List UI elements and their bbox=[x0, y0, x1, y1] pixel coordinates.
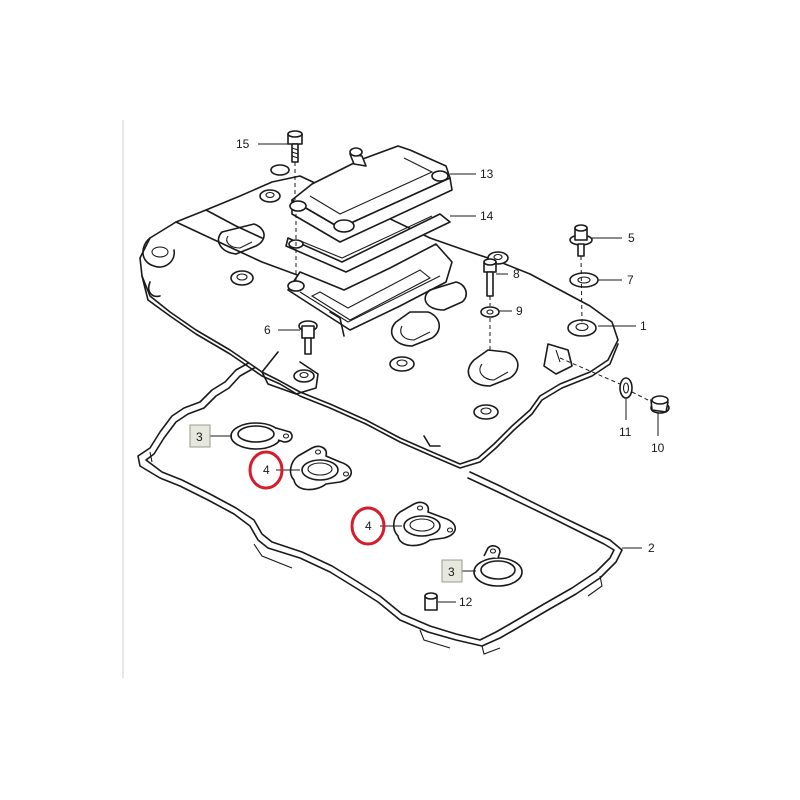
plug-seal-3-right bbox=[473, 545, 523, 587]
washer-9 bbox=[480, 306, 500, 318]
callout-labels: 15 13 14 5 8 7 9 1 6 11 10 3 4 4 2 3 12 bbox=[196, 137, 665, 609]
callout-10: 10 bbox=[651, 441, 665, 455]
highlight-ring-left bbox=[248, 450, 284, 490]
cylinder-head-cover bbox=[139, 164, 619, 469]
bolt-8 bbox=[483, 258, 497, 297]
seal-washer-7 bbox=[569, 272, 599, 288]
assembly-lines bbox=[294, 162, 653, 403]
callout-2: 2 bbox=[648, 541, 655, 555]
plug-seal-4-right bbox=[392, 501, 457, 547]
callout-1: 1 bbox=[640, 319, 647, 333]
callout-15: 15 bbox=[236, 137, 250, 151]
callout-3-left: 3 bbox=[196, 430, 203, 444]
plug-seal-3-left bbox=[230, 422, 293, 450]
plug-6 bbox=[298, 320, 318, 355]
label-box-3-right bbox=[441, 559, 463, 583]
callout-11: 11 bbox=[619, 425, 632, 439]
callout-12: 12 bbox=[459, 595, 473, 609]
leader-lines bbox=[210, 143, 659, 603]
label-box-3-left bbox=[189, 424, 211, 448]
breather-cover bbox=[289, 145, 453, 243]
callout-9: 9 bbox=[516, 304, 523, 318]
plug-10 bbox=[650, 395, 670, 414]
gasket-washer-11 bbox=[619, 377, 633, 399]
callout-7: 7 bbox=[627, 273, 634, 287]
callout-6: 6 bbox=[264, 323, 271, 337]
callout-3-right: 3 bbox=[448, 565, 455, 579]
callout-4-right: 4 bbox=[365, 519, 372, 533]
callout-14: 14 bbox=[480, 209, 494, 223]
callout-8: 8 bbox=[513, 267, 520, 281]
dowel-12 bbox=[424, 592, 438, 611]
bolt-15 bbox=[287, 130, 303, 163]
highlight-ring-right bbox=[350, 506, 386, 546]
callout-4-left: 4 bbox=[263, 463, 270, 477]
bolt-5 bbox=[569, 224, 593, 257]
plug-seal-4-left bbox=[289, 445, 353, 491]
callout-5: 5 bbox=[628, 231, 635, 245]
cover-gasket bbox=[137, 351, 623, 655]
callout-13: 13 bbox=[480, 167, 494, 181]
